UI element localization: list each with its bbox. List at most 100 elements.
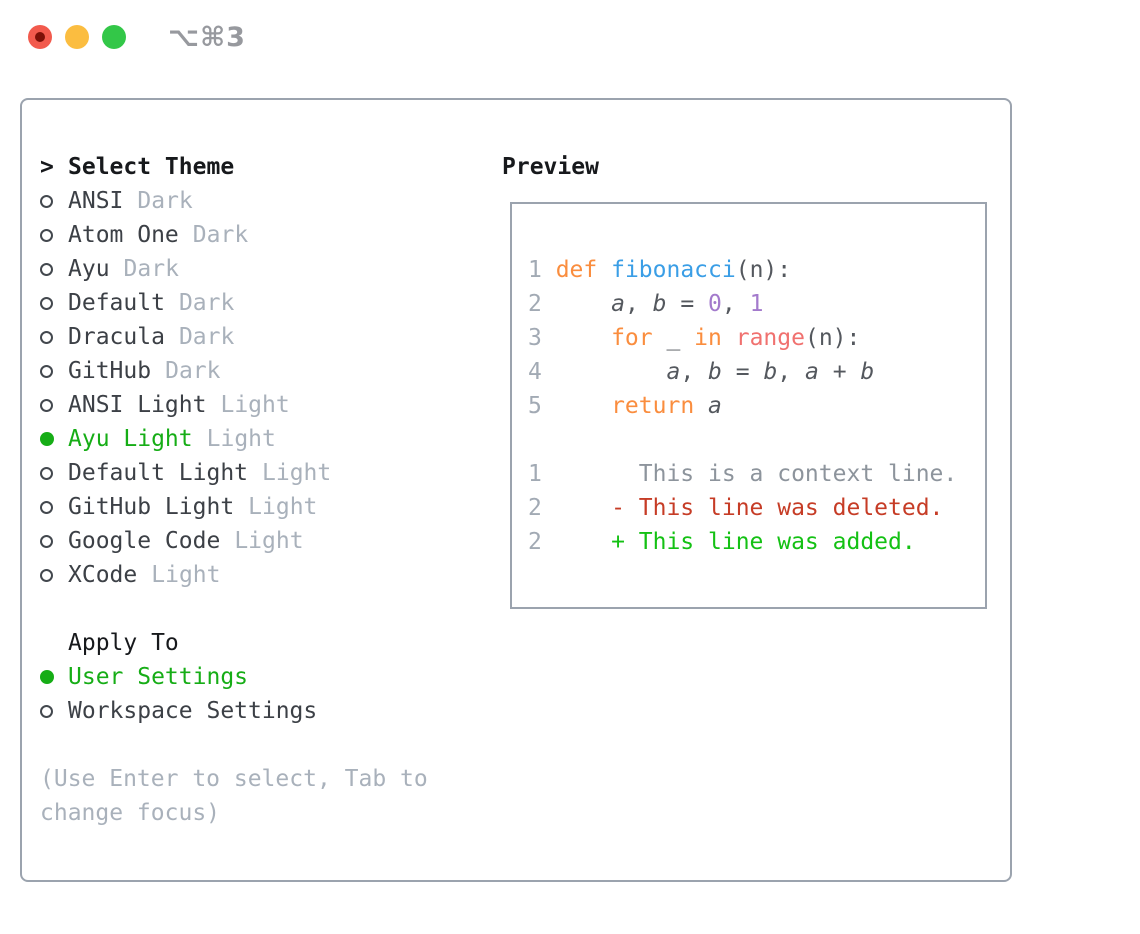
code-line: 3 for _ in range(n):	[528, 321, 979, 355]
option-variant: Light	[234, 528, 304, 554]
apply-to-option-list: User Settings Workspace Settings	[40, 660, 428, 728]
code-segment-keyword: return	[611, 393, 695, 419]
code-segment-plain: ,	[721, 291, 750, 317]
radio-icon	[40, 704, 68, 718]
preview-header: Preview	[502, 150, 599, 184]
theme-option-default-light[interactable]: Default Light Light	[40, 456, 428, 490]
code-segment-plain: ,	[680, 359, 709, 385]
radio-icon	[40, 432, 68, 446]
radio-icon	[40, 568, 68, 582]
radio-icon	[40, 500, 68, 514]
code-segment-variable: a	[611, 291, 625, 317]
code-segment-keyword: for	[611, 325, 653, 351]
spacer-row	[40, 728, 428, 762]
radio-icon	[40, 466, 68, 480]
line-number: 3	[528, 325, 542, 351]
option-label: Dracula	[68, 324, 165, 350]
option-variant: Dark	[178, 290, 235, 316]
radio-icon	[40, 296, 68, 310]
code-segment-plain	[722, 325, 736, 351]
option-label: Default Light	[68, 460, 249, 486]
code-segment-variable: b	[708, 359, 722, 385]
code-segment-variable: b	[860, 359, 875, 385]
option-variant: Dark	[178, 324, 235, 350]
option-variant: Dark	[137, 188, 193, 214]
theme-option-default[interactable]: Default Dark	[40, 286, 428, 320]
option-variant: Light	[262, 460, 332, 486]
code-line: 2 a, b = 0, 1	[528, 287, 979, 321]
code-segment-plain: (n):	[735, 257, 792, 283]
code-segment-plain: =	[721, 359, 764, 385]
code-line: 5 return a	[528, 389, 979, 423]
option-label: User Settings	[68, 664, 249, 690]
theme-option-xcode[interactable]: XCode Light	[40, 558, 428, 592]
option-label: Workspace Settings	[68, 698, 318, 724]
code-segment-plain	[556, 393, 611, 419]
code-segment-variable: a	[708, 393, 722, 419]
theme-option-atom-one[interactable]: Atom One Dark	[40, 218, 428, 252]
theme-option-list: ANSI Dark Atom One Dark Ayu Dark Default…	[40, 184, 428, 592]
line-number: 1	[528, 257, 542, 283]
option-variant: Light	[206, 426, 276, 452]
theme-option-ayu-light[interactable]: Ayu Light Light	[40, 422, 428, 456]
apply-option-user-settings[interactable]: User Settings	[40, 660, 428, 694]
option-label: GitHub Light	[68, 494, 235, 520]
code-segment-plain: (n):	[804, 325, 861, 351]
code-segment-keyword: def	[555, 257, 598, 283]
apply-to-title: Apply To	[68, 630, 179, 656]
code-segment-plain: _	[652, 325, 695, 351]
radio-icon	[40, 364, 68, 378]
theme-option-google-code[interactable]: Google Code Light	[40, 524, 428, 558]
code-segment-variable: b	[763, 359, 778, 385]
code-segment-plain	[597, 257, 611, 283]
focus-caret-icon: >	[40, 154, 54, 180]
code-segment-plain	[556, 291, 611, 317]
preview-title: Preview	[502, 154, 599, 180]
option-label: GitHub	[68, 358, 152, 384]
code-segment-plain	[556, 325, 611, 351]
code-segment-keyword: in	[694, 325, 722, 351]
theme-panel-left-column: > Select Theme ANSI Dark Atom One Dark A…	[40, 150, 428, 830]
code-line: 1 This is a context line.	[528, 457, 979, 491]
code-line	[528, 423, 979, 457]
line-number: 2	[528, 529, 542, 555]
code-segment-context: This is a context line.	[555, 461, 958, 487]
theme-option-github[interactable]: GitHub Dark	[40, 354, 428, 388]
option-label: Atom One	[68, 222, 179, 248]
theme-option-dracula[interactable]: Dracula Dark	[40, 320, 428, 354]
theme-option-ansi[interactable]: ANSI Dark	[40, 184, 428, 218]
line-number: 2	[528, 495, 542, 521]
code-segment-plain: =	[666, 291, 709, 317]
theme-option-ayu[interactable]: Ayu Dark	[40, 252, 428, 286]
line-number: 4	[528, 359, 542, 385]
window-titlebar: ⌥⌘3	[0, 0, 1140, 98]
code-segment-plain	[694, 393, 708, 419]
line-number: 5	[528, 393, 542, 419]
code-segment-variable: a	[805, 359, 819, 385]
option-variant: Light	[151, 562, 221, 588]
option-label: Ayu Light	[68, 426, 193, 452]
option-variant: Dark	[192, 222, 249, 248]
minimize-button[interactable]	[65, 25, 89, 49]
select-theme-header: > Select Theme	[40, 150, 428, 184]
option-label: Ayu	[68, 256, 110, 282]
radio-icon	[40, 194, 68, 208]
zoom-button[interactable]	[102, 25, 126, 49]
spacer-row	[40, 592, 428, 626]
apply-option-workspace-settings[interactable]: Workspace Settings	[40, 694, 428, 728]
option-label: Google Code	[68, 528, 221, 554]
theme-option-github-light[interactable]: GitHub Light Light	[40, 490, 428, 524]
line-number: 2	[528, 291, 542, 317]
theme-option-ansi-light[interactable]: ANSI Light Light	[40, 388, 428, 422]
option-label: XCode	[68, 562, 138, 588]
close-button[interactable]	[28, 25, 52, 49]
code-segment-plain: ,	[777, 359, 805, 385]
code-segment-builtin: range	[735, 325, 805, 351]
code-segment-plain	[556, 359, 667, 385]
code-line: 2 + This line was added.	[528, 525, 979, 559]
line-number: 1	[528, 461, 542, 487]
